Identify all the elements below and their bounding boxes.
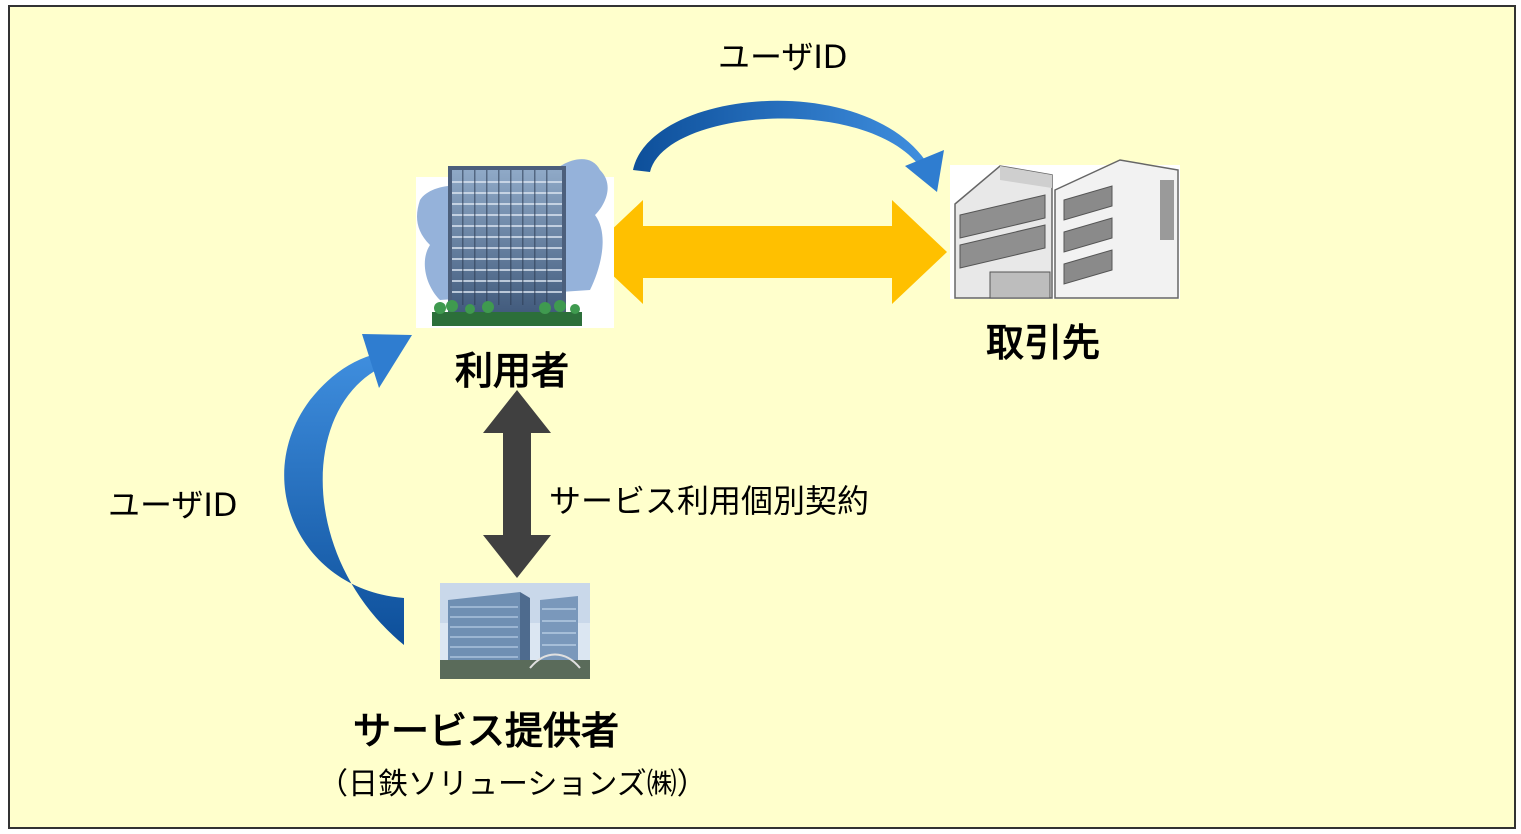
exchange-double-arrow [588, 200, 947, 304]
user-id-flow-arrow-top [633, 100, 944, 192]
provider-node-label: サービス提供者 [353, 709, 620, 753]
provider-company-note: （日鉄ソリューションズ㈱） [318, 767, 707, 802]
user-node-label: 利用者 [455, 349, 570, 393]
office-tower-icon [416, 159, 614, 328]
contract-label: サービス利用個別契約 [549, 482, 870, 520]
user-id-label-top: ユーザID [718, 38, 848, 76]
user-id-label-left: ユーザID [108, 486, 238, 524]
office-building-icon [950, 159, 1180, 299]
twin-towers-photo-icon [440, 583, 590, 679]
diagram-panel [8, 5, 1516, 829]
contract-double-arrow [483, 390, 551, 578]
partner-node-label: 取引先 [986, 321, 1101, 365]
user-id-flow-arrow-left [284, 334, 412, 645]
